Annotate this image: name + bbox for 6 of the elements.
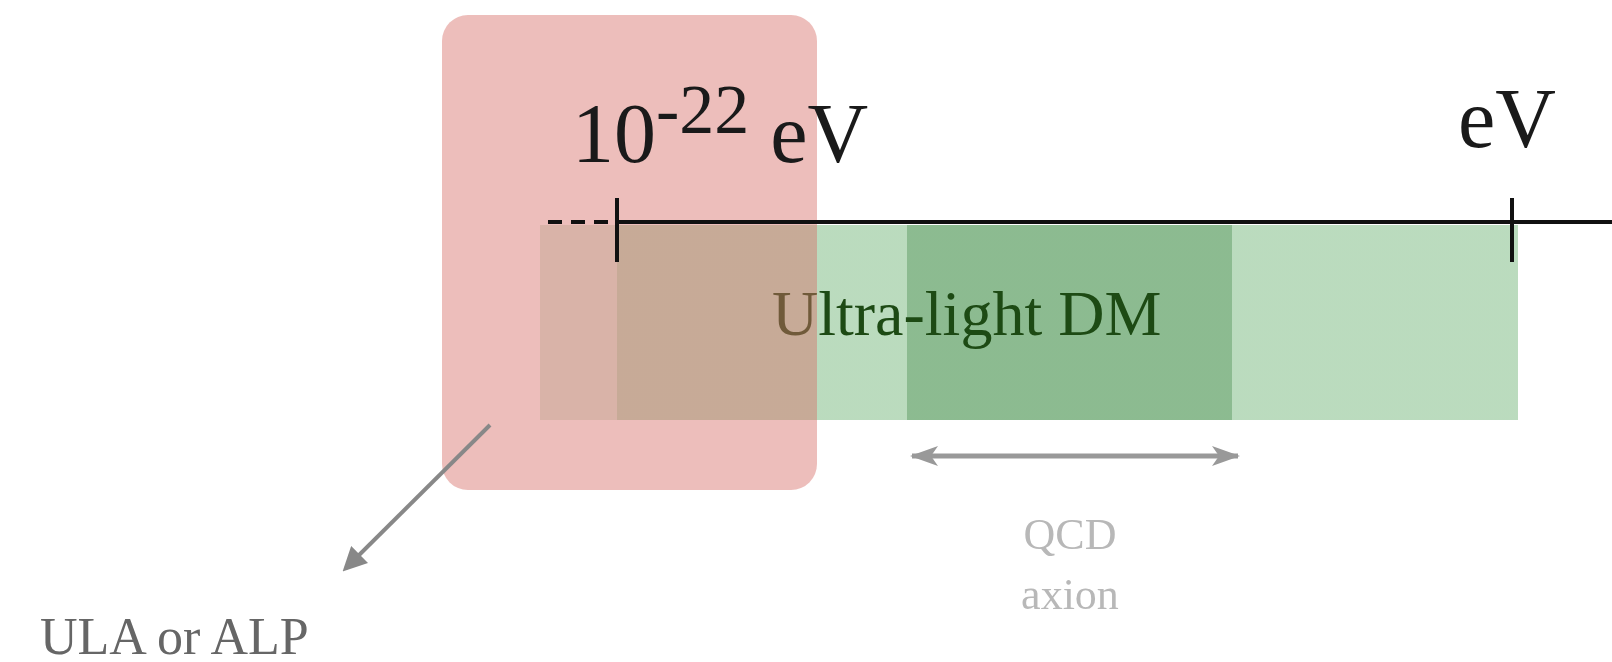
scale-label: eV [1458, 71, 1556, 167]
category-label: ULA or ALP [40, 612, 309, 662]
scale-label: 10$^{-22}$ eV [572, 70, 869, 182]
range-label: Ultra-light DM [772, 277, 1162, 351]
range-note: QCD axion [1020, 509, 1120, 621]
arrow [342, 423, 492, 572]
